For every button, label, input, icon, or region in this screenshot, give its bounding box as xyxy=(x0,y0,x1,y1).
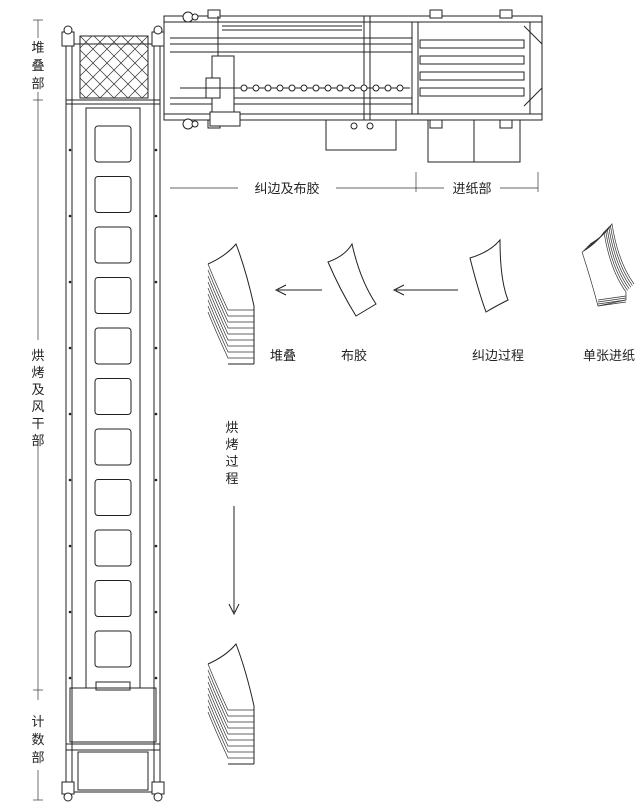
baked-stack-illustration xyxy=(207,643,255,765)
side-bracket xyxy=(33,19,43,801)
stacking-mesh xyxy=(80,36,148,98)
counting-label: 计数部 xyxy=(31,715,44,766)
stacking-label: 堆叠部 xyxy=(31,41,44,92)
arrow-down-baking xyxy=(228,506,240,616)
drying-label: 烘烤及风干部 xyxy=(31,349,44,449)
glue-step-label: 布胶 xyxy=(341,348,367,364)
stack-step-label: 堆叠 xyxy=(270,349,296,364)
edge-sheet-illustration xyxy=(469,238,509,313)
glue-rollers xyxy=(240,84,404,92)
stack-illustration xyxy=(207,243,255,365)
glue-sheet-illustration xyxy=(327,242,377,317)
tower-machine xyxy=(61,25,165,802)
top-machine xyxy=(163,9,543,163)
edge-glue-label: 纠边及布胶 xyxy=(254,181,319,197)
top-bracket xyxy=(170,172,539,192)
feed-label: 进纸部 xyxy=(452,182,491,197)
drying-rack xyxy=(94,125,132,668)
single-feed-label: 单张进纸 xyxy=(583,349,635,364)
arrow-to-glue xyxy=(392,284,458,296)
edge-step-label: 纠边过程 xyxy=(472,349,524,364)
arrow-to-stack xyxy=(274,284,322,296)
baking-step-label: 烘烤过程 xyxy=(225,421,238,487)
single-sheet-illustration xyxy=(581,223,635,307)
